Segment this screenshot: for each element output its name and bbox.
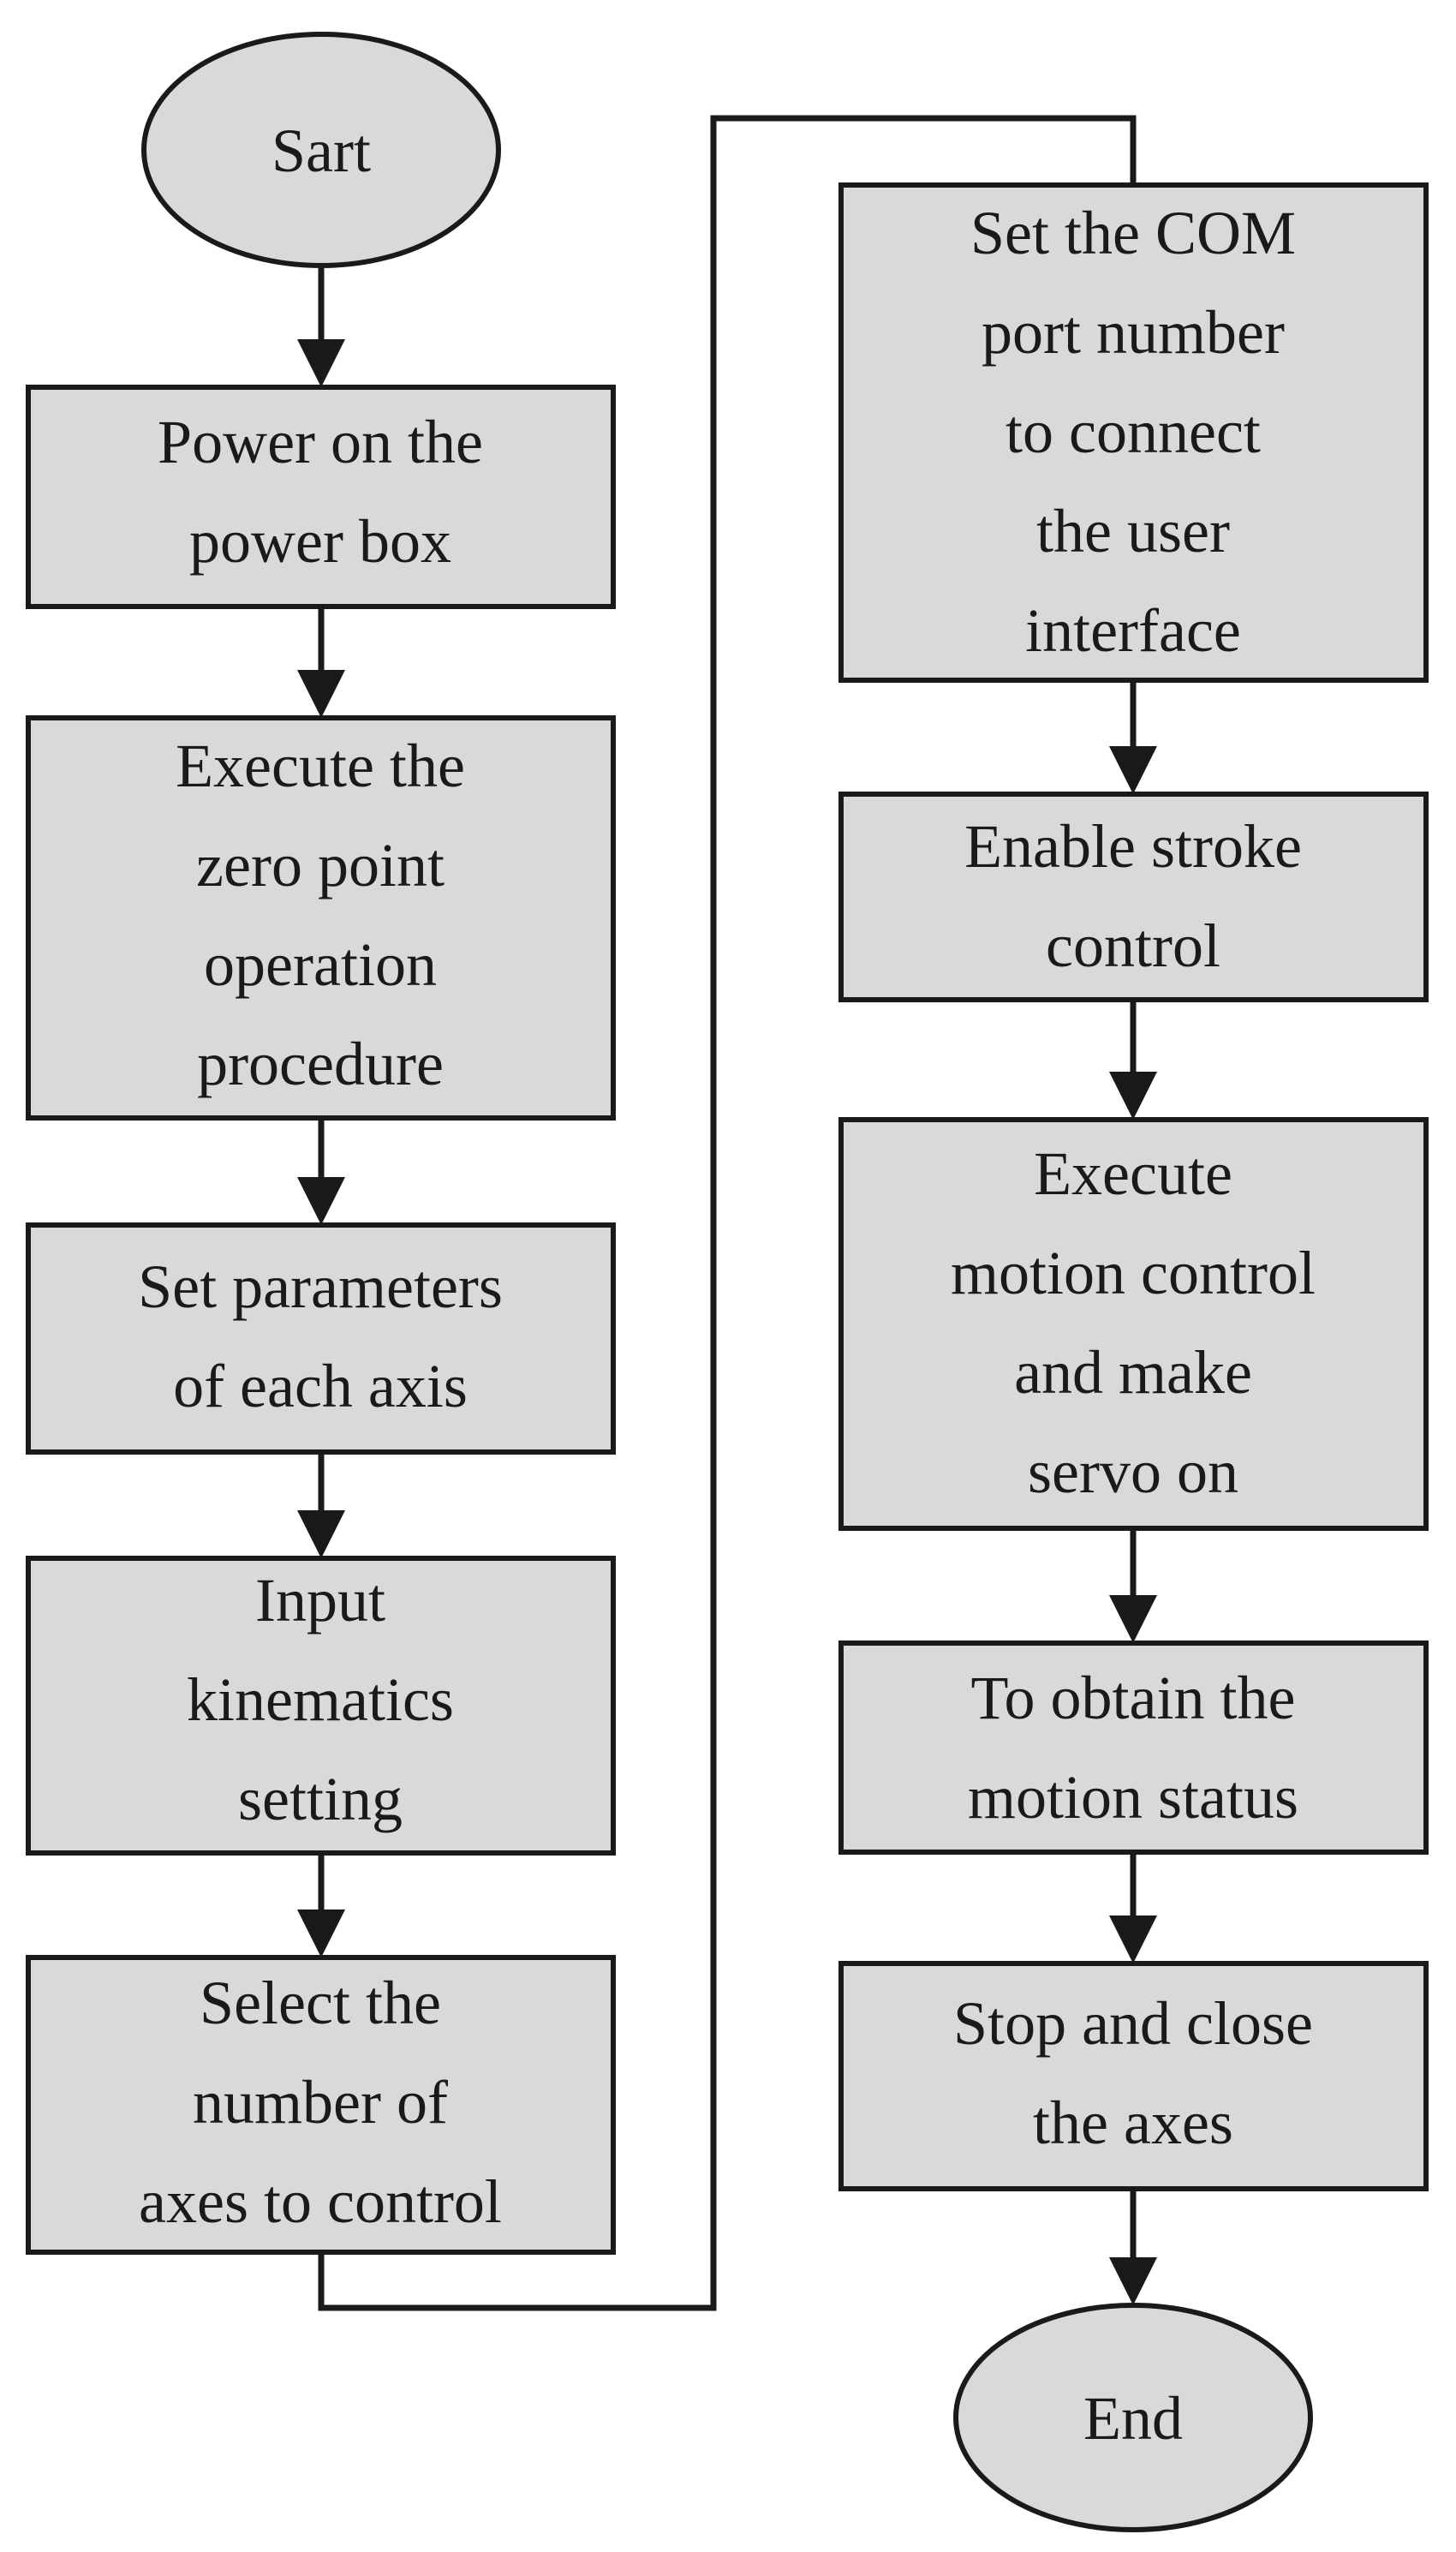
step-com-port-line-2: port number xyxy=(982,298,1285,367)
end-terminal: End xyxy=(953,2303,1313,2532)
step-zero-point-line-1: Execute the xyxy=(176,732,465,800)
step-stop-close-line-2: the axes xyxy=(1033,2089,1233,2157)
step-zero-point-line-4: procedure xyxy=(197,1030,444,1098)
step-power-on-line-2: power box xyxy=(189,507,451,576)
step-motion-control: Execute motion control and make servo on xyxy=(838,1117,1429,1531)
step-motion-status: To obtain the motion status xyxy=(838,1641,1429,1855)
step-power-on-line-1: Power on the xyxy=(158,408,483,476)
connector-left-to-right-column xyxy=(318,115,1137,2311)
step-select-axes-line-3: axes to control xyxy=(139,2167,502,2236)
step-zero-point: Execute the zero point operation procedu… xyxy=(26,715,616,1121)
step-stroke-control: Enable stroke control xyxy=(838,792,1429,1002)
arrow-status-to-stop xyxy=(1109,1852,1157,1963)
arrow-parameters-to-kinematics xyxy=(297,1452,345,1558)
step-kinematics: Input kinematics setting xyxy=(26,1556,616,1856)
arrow-stroke-to-motion-control xyxy=(1109,1000,1157,1120)
step-power-on: Power on the power box xyxy=(26,385,616,609)
step-select-axes: Select the number of axes to control xyxy=(26,1955,616,2255)
step-motion-control-line-1: Execute xyxy=(1034,1139,1232,1208)
arrow-motion-control-to-status xyxy=(1109,1528,1157,1643)
step-set-parameters-line-1: Set parameters xyxy=(138,1252,503,1321)
start-label: Sart xyxy=(272,117,371,185)
step-stop-close-line-1: Stop and close xyxy=(953,1989,1313,2058)
step-motion-control-line-4: servo on xyxy=(1028,1437,1238,1506)
arrow-stop-to-end xyxy=(1109,2189,1157,2305)
step-com-port: Set the COM port number to connect the u… xyxy=(838,182,1429,683)
step-com-port-line-3: to connect xyxy=(1005,397,1261,466)
end-label: End xyxy=(1083,2384,1183,2453)
arrow-power-to-zero-point xyxy=(297,607,345,718)
step-stop-close: Stop and close the axes xyxy=(838,1961,1429,2191)
step-motion-control-line-2: motion control xyxy=(951,1239,1316,1307)
arrow-zero-point-to-parameters xyxy=(297,1118,345,1225)
step-com-port-line-1: Set the COM xyxy=(970,199,1296,267)
step-select-axes-line-2: number of xyxy=(193,2068,448,2137)
step-select-axes-line-1: Select the xyxy=(200,1969,441,2037)
step-com-port-line-4: the user xyxy=(1036,497,1230,565)
step-com-port-line-5: interface xyxy=(1025,596,1241,665)
step-kinematics-line-2: kinematics xyxy=(187,1665,454,1734)
step-zero-point-line-3: operation xyxy=(204,930,437,999)
step-zero-point-line-2: zero point xyxy=(196,831,445,899)
step-stroke-control-line-1: Enable stroke xyxy=(964,812,1302,881)
arrow-com-port-to-stroke xyxy=(1109,680,1157,794)
step-kinematics-line-3: setting xyxy=(238,1765,403,1833)
start-terminal: Sart xyxy=(141,32,501,268)
step-set-parameters-line-2: of each axis xyxy=(173,1352,468,1420)
step-set-parameters: Set parameters of each axis xyxy=(26,1222,616,1455)
step-kinematics-line-1: Input xyxy=(255,1566,385,1635)
step-stroke-control-line-2: control xyxy=(1046,911,1220,980)
step-motion-status-line-1: To obtain the xyxy=(971,1664,1296,1732)
step-motion-control-line-3: and make xyxy=(1014,1338,1252,1407)
arrow-start-to-power xyxy=(297,266,345,387)
step-motion-status-line-2: motion status xyxy=(968,1763,1298,1832)
arrow-kinematics-to-select-axes xyxy=(297,1853,345,1957)
